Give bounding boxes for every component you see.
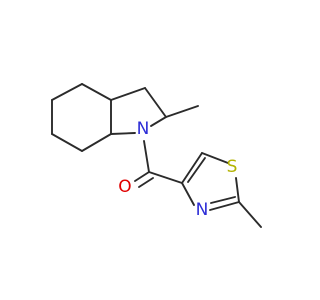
bond-five-ring-1 <box>110 87 146 101</box>
bond-ring-6 <box>51 83 83 101</box>
bond-thiazole-5 <box>181 182 195 206</box>
bond-thiazole-1 <box>181 152 203 184</box>
atom-labels: N O N S <box>118 119 237 220</box>
bond-carbonyl-o-1 <box>134 171 150 182</box>
molecule-diagram: N O N S <box>51 83 262 228</box>
bonds <box>51 83 262 228</box>
bond-thiazole-4-double <box>210 196 236 204</box>
nitrogen-atom-1: N <box>137 119 150 139</box>
bond-methyl-1 <box>165 105 199 118</box>
bond-thiazole-3 <box>235 177 240 203</box>
bond-ring-4 <box>51 133 83 152</box>
bond-five-ring-4 <box>110 132 136 135</box>
bond-carbonyl-ring <box>148 171 183 184</box>
oxygen-atom: O <box>118 177 131 197</box>
bond-ring-1 <box>81 83 112 101</box>
sulfur-atom: S <box>227 157 238 177</box>
bond-carbonyl-o-2 <box>138 177 154 188</box>
bond-thiazole-1-double <box>187 157 206 183</box>
bond-thiazole-2 <box>201 152 229 164</box>
bond-five-ring-3 <box>150 116 167 127</box>
bond-ring-3 <box>81 133 112 152</box>
bond-n-carbonyl <box>143 140 150 173</box>
bond-five-ring-2 <box>144 87 167 118</box>
bond-methyl-2 <box>238 201 262 228</box>
nitrogen-atom-2: N <box>196 200 209 220</box>
bond-thiazole-4 <box>209 201 240 211</box>
